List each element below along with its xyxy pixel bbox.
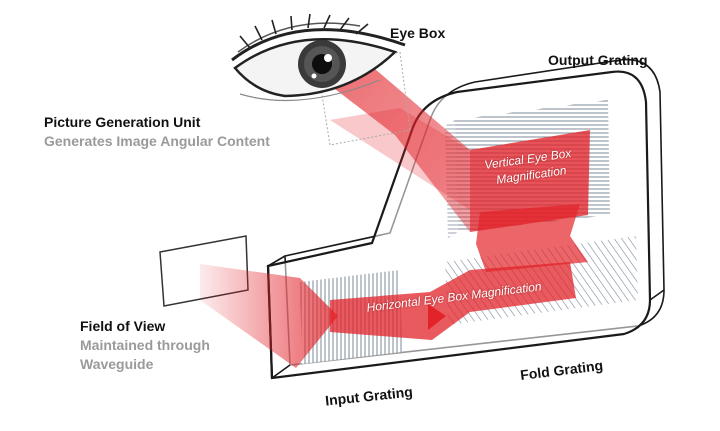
output-grating-label: Output Grating — [548, 52, 648, 68]
fov-sub-line-1: Maintained through — [80, 337, 210, 353]
input-beam — [200, 264, 338, 368]
output-beam — [470, 130, 590, 232]
pgu-title: Picture Generation Unit — [44, 114, 201, 130]
horizontal-beam — [330, 262, 576, 340]
eye-beam — [318, 58, 470, 232]
eye-box-label: Eye Box — [390, 25, 446, 41]
eye-icon — [231, 13, 406, 102]
pgu-subtitle: Generates Image Angular Content — [44, 133, 270, 149]
fov-sub-line-2: Waveguide — [80, 356, 154, 372]
fov-title: Field of View — [80, 318, 166, 334]
eye-box-outline — [317, 51, 411, 146]
